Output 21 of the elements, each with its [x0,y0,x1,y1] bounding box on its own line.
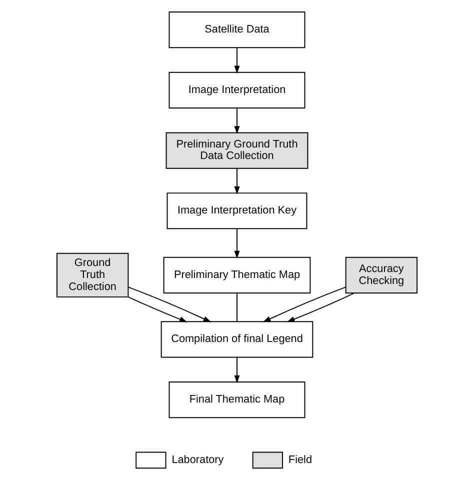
arrow [234,356,240,384]
connector [236,292,238,322]
legend-label: Laboratory [172,454,224,466]
arrow [234,228,240,259]
node-box: Compilation of final Legend [160,321,314,358]
node-box: Ground Truth Collection [56,252,129,298]
arrow [128,286,212,322]
arrow [234,47,240,74]
node-box: Final Thematic Map [168,382,306,418]
node-box: Preliminary Thematic Map [163,256,311,294]
node-box: Preliminary Ground Truth Data Collection [166,132,308,169]
arrow [262,286,346,322]
arrow [234,168,240,194]
node-box: Satellite Data [168,12,306,48]
node-box: Image Interpretation Key [166,192,308,230]
node-box: Accuracy Checking [345,256,418,294]
node-box: Image Interpretation [168,72,306,108]
arrow [234,108,240,134]
arrow [128,296,188,322]
arrow [286,292,355,322]
legend-label: Field [288,454,312,466]
